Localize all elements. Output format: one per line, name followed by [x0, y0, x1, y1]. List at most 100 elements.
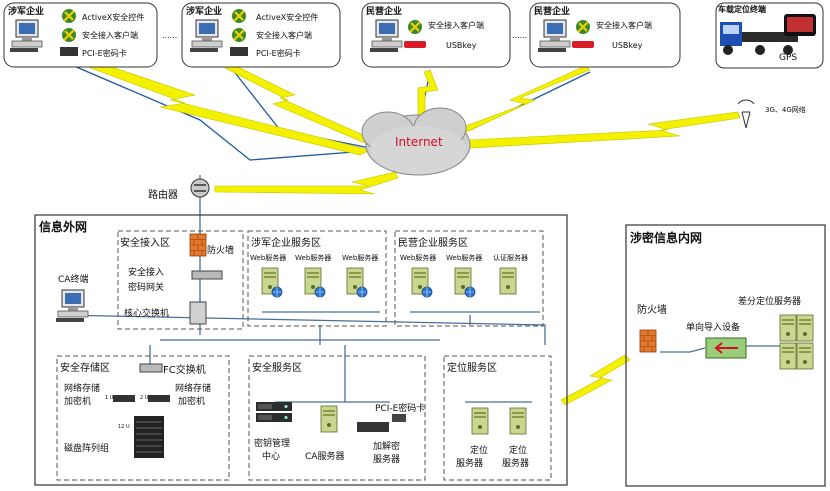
- outer-network-title: 信息外网: [39, 219, 87, 234]
- enterprise-item: ActiveX安全控件: [256, 12, 318, 22]
- security-service-zone: [248, 355, 426, 481]
- server-label: Web服务器: [400, 253, 436, 262]
- activex-icon: [230, 7, 248, 25]
- one-way-label: 单向导入设备: [686, 321, 740, 333]
- rack-unit-label: 1 U: [105, 395, 114, 401]
- client-icon: [406, 18, 424, 36]
- enterprise-title: 涉军企业: [8, 5, 44, 17]
- ellipsis: ......: [512, 31, 527, 40]
- enterprise-item: PCI-E密码卡: [256, 48, 301, 58]
- ca-server-icon: [320, 405, 338, 433]
- server-label: Web服务器: [250, 253, 286, 262]
- enterprise-box: [3, 2, 158, 68]
- web-server-icon: [262, 268, 282, 297]
- enterprise-item: 安全接入客户端: [596, 20, 652, 30]
- usbkey-icon: [404, 41, 426, 48]
- web-server-icon: [347, 268, 367, 297]
- enterprise-item: ActiveX安全控件: [82, 12, 144, 22]
- gps-label: GPS: [779, 53, 797, 63]
- encryptor-icon: [148, 395, 170, 402]
- gateway-device-icon: [191, 270, 223, 280]
- storage-zone: [56, 355, 230, 481]
- zone-title: 安全接入区: [120, 236, 170, 249]
- fc-switch-icon: [139, 363, 163, 373]
- zone-title: 定位服务区: [447, 361, 497, 374]
- pcie-label: PCI-E密码卡: [375, 402, 425, 414]
- usbkey-icon: [572, 41, 594, 48]
- internet-cloud: [361, 107, 471, 176]
- core-switch-label: 核心交换机: [124, 307, 169, 319]
- key-mgmt-icon: [256, 402, 292, 411]
- key-mgmt-label-line1: 密钥管理: [254, 437, 290, 449]
- zone-title: 安全存储区: [60, 361, 110, 374]
- server-label: Web服务器: [295, 253, 331, 262]
- gps-device-icon: [784, 14, 816, 36]
- location-server-label-line1: 定位: [470, 444, 488, 456]
- web-server-icon: [455, 268, 475, 297]
- zone-title: 安全服务区: [252, 361, 302, 374]
- inner-network-box: [625, 224, 826, 487]
- rack-unit-label: 12 U: [118, 424, 130, 430]
- encryptor-icon: [113, 395, 135, 402]
- server-label: Web服务器: [342, 253, 378, 262]
- private-service-zone: [394, 230, 544, 327]
- disk-array-label: 磁盘阵列组: [64, 442, 109, 454]
- encryptor-label-line2: 加密机: [64, 395, 91, 407]
- core-switch-icon: [189, 301, 207, 325]
- internet-label: Internet: [395, 135, 443, 149]
- activex-icon: [60, 7, 78, 25]
- location-server-icon: [471, 407, 489, 435]
- firewall-icon: [639, 329, 657, 353]
- diff-server-label: 差分定位服务器: [738, 295, 801, 307]
- crypto-server-icon: [357, 422, 389, 432]
- military-service-zone: [247, 230, 387, 327]
- diff-server-icon: [779, 314, 814, 370]
- enterprise-title: 民营企业: [534, 5, 570, 17]
- client-icon: [60, 26, 78, 44]
- firewall-label: 防火墙: [207, 244, 234, 256]
- enterprise-item: 安全接入客户端: [256, 30, 312, 40]
- enterprise-item: 安全接入客户端: [428, 20, 484, 30]
- crypto-server-label-line2: 服务器: [373, 453, 400, 465]
- connection-lines: [59, 59, 780, 403]
- secure-access-zone: [117, 230, 244, 330]
- inner-firewall-label: 防火墙: [637, 303, 667, 316]
- enterprise-item: PCI-E密码卡: [82, 48, 127, 58]
- enterprise-box: [361, 2, 511, 68]
- key-mgmt-label-line2: 中心: [262, 450, 280, 462]
- truck-icon: [720, 22, 798, 55]
- enterprise-title: 民营企业: [366, 5, 402, 17]
- network-label: 3G、4G网络: [765, 105, 806, 114]
- web-server-icon: [305, 268, 325, 297]
- encryptor-label-line2: 加密机: [178, 395, 205, 407]
- enterprise-title: 涉军企业: [186, 5, 222, 17]
- location-service-zone: [443, 355, 552, 481]
- one-way-device-icon: [705, 337, 747, 359]
- location-server-label-line2: 服务器: [456, 457, 483, 469]
- key-mgmt-icon: [256, 413, 292, 422]
- server-label: 认证服务器: [493, 253, 528, 262]
- server-label: Web服务器: [446, 253, 482, 262]
- gateway-label-line1: 安全接入: [128, 266, 164, 278]
- enterprise-item: USBkey: [612, 41, 643, 50]
- firewall-icon: [189, 233, 207, 257]
- auth-server-icon: [499, 267, 517, 295]
- encryptor-label-line1: 网络存储: [175, 382, 211, 394]
- antenna-icon: [737, 99, 755, 129]
- client-icon: [230, 26, 248, 44]
- encryptor-label-line1: 网络存储: [64, 382, 100, 394]
- ellipsis: ......: [162, 31, 177, 40]
- ca-terminal-icon: [55, 289, 89, 323]
- wireless-bolts: [79, 57, 741, 406]
- location-server-icon: [509, 407, 527, 435]
- router-icon: [190, 178, 210, 198]
- enterprise-box: [529, 2, 681, 68]
- pcie-card-icon: [60, 47, 78, 56]
- web-server-icon: [412, 268, 432, 297]
- ca-terminal-label: CA终端: [58, 273, 88, 285]
- pcie-card-icon: [392, 414, 406, 422]
- location-server-label-line2: 服务器: [502, 457, 529, 469]
- zone-title: 民营企业服务区: [398, 236, 468, 249]
- ca-server-label: CA服务器: [305, 450, 344, 462]
